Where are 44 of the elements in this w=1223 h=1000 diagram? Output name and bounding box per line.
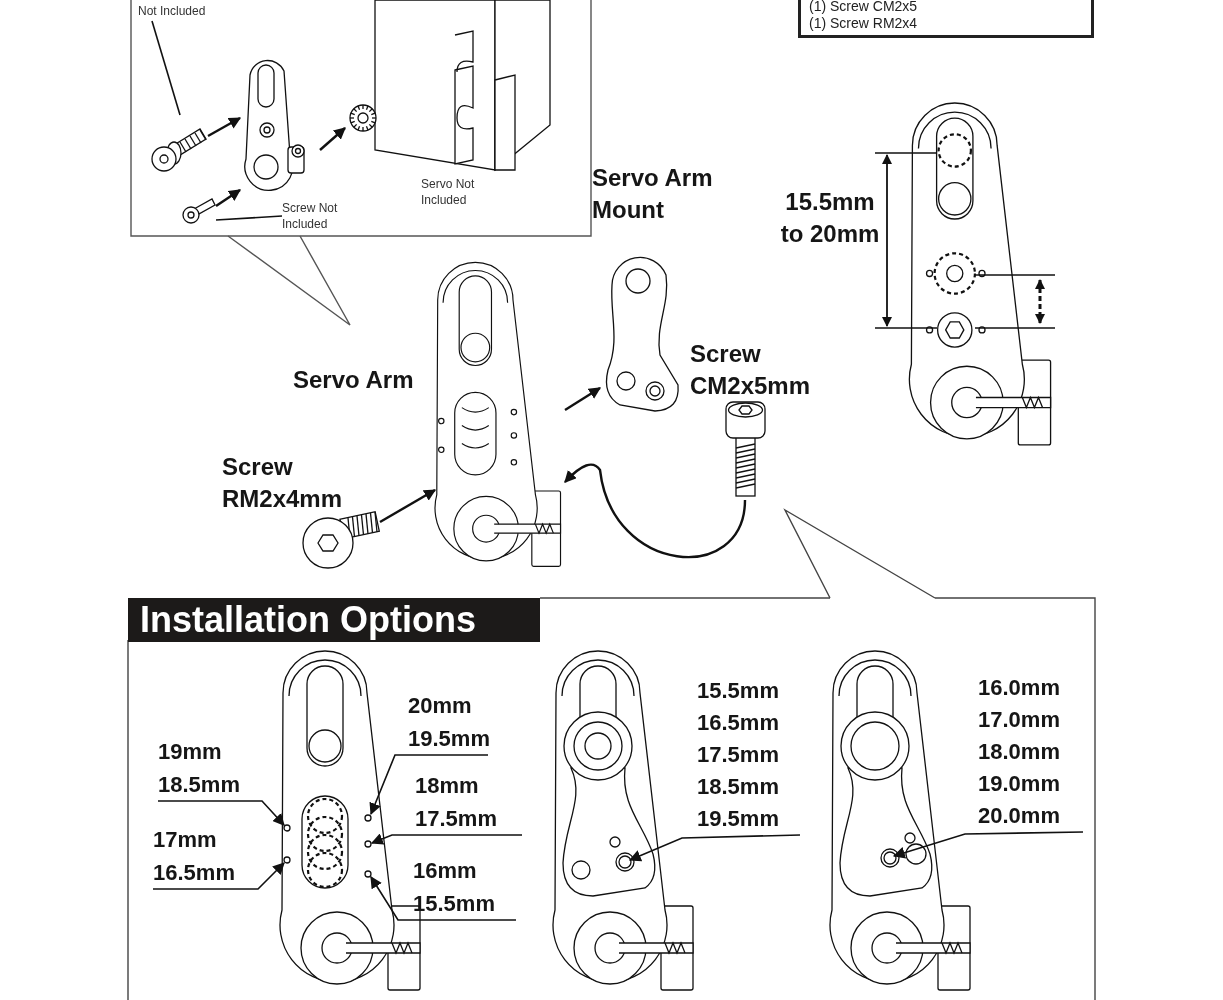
part-label: Not Included (138, 3, 238, 19)
dimension-label: 17.5mm (697, 741, 779, 769)
part-label: Servo Not Included (421, 176, 476, 208)
dimension-label: 19.0mm (978, 770, 1060, 798)
arrow (564, 463, 747, 558)
arrow (207, 116, 242, 138)
section-heading: Installation Options (128, 598, 540, 642)
parts-list-item: (1) Screw RM2x4 (809, 15, 919, 32)
dimension-label: 20.0mm (978, 802, 1060, 830)
leader-line (370, 833, 523, 845)
leader-line (369, 754, 489, 816)
part-label: Screw Not Included (282, 200, 358, 232)
inset-frame (131, 0, 593, 238)
dimension-label: 18.0mm (978, 738, 1060, 766)
leader-line (628, 834, 801, 862)
parts-list-box (798, 0, 1094, 38)
dimension-label: 16.0mm (978, 674, 1060, 702)
dimension-label: 20mm 19.5mm (408, 689, 490, 755)
arrow (319, 127, 346, 151)
screw-drawing (182, 196, 216, 224)
dimension-label: 17mm 16.5mm (153, 823, 235, 889)
part-label: Screw CM2x5mm (690, 339, 812, 401)
parts-list-item: (1) Screw CM2x5 (809, 0, 919, 15)
leader-line (157, 800, 285, 826)
dimension-label: 16.5mm (697, 709, 779, 737)
leader-line (151, 20, 181, 116)
dimension-label: 18mm 17.5mm (415, 769, 497, 835)
arrow (215, 189, 241, 207)
dimension-label: 18.5mm (697, 773, 779, 801)
arrow (564, 387, 601, 411)
leader-line (892, 831, 1084, 859)
dimension-label: 15.5mm to 20mm (779, 187, 881, 249)
dimension-label: 17.0mm (978, 706, 1060, 734)
leader-line (215, 215, 283, 221)
dimension-label: 19.5mm (697, 805, 779, 833)
dimension-label: 15.5mm (697, 677, 779, 705)
part-label: Servo Arm Mount (592, 163, 714, 225)
dimension-label: 16mm 15.5mm (413, 854, 495, 920)
dimension-label: 19mm 18.5mm (158, 735, 240, 801)
leader-line (152, 862, 285, 890)
part-label: Screw RM2x4mm (222, 452, 344, 514)
arrow (379, 488, 437, 524)
part-label: Servo Arm (293, 365, 415, 395)
leader-line (370, 876, 517, 921)
